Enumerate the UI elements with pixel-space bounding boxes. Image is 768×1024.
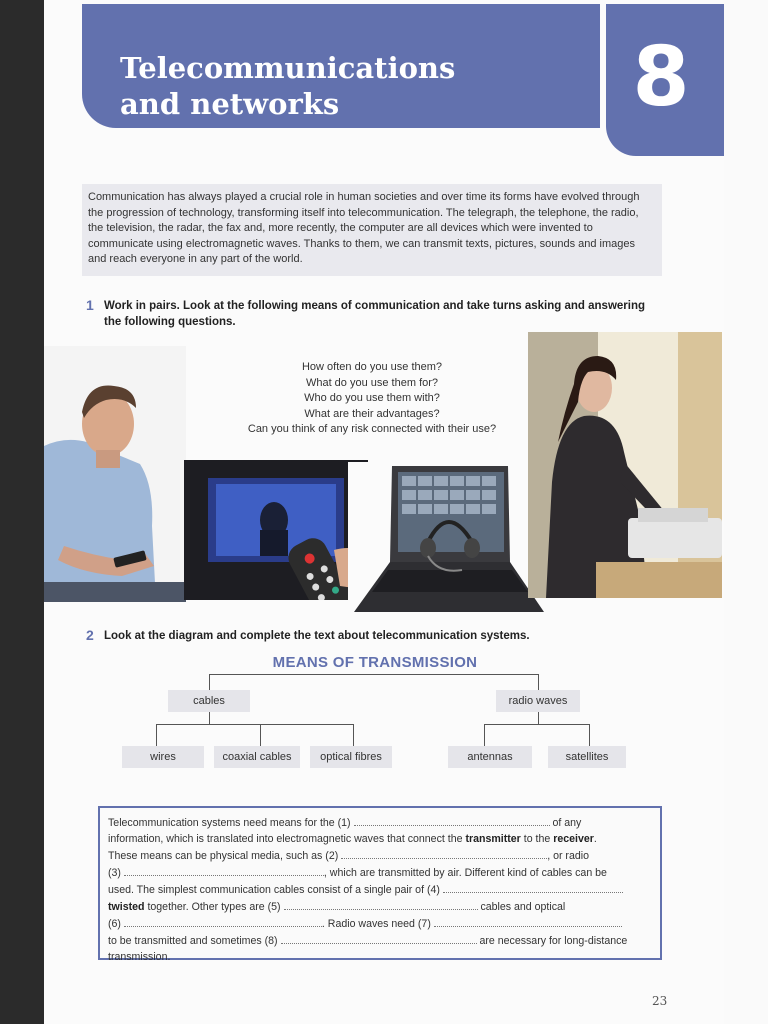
fill-text: These means can be physical media, such … — [108, 850, 339, 862]
chapter-title-line2: and networks — [120, 87, 340, 121]
fill-line: These means can be physical media, such … — [108, 847, 652, 864]
blank-5[interactable] — [283, 898, 478, 910]
diagram-box-cables: cables — [168, 690, 250, 712]
fill-text: to the — [523, 833, 551, 845]
fill-text: Telecommunication systems need means for… — [108, 817, 351, 829]
fill-line: (3) , which are transmitted by air. Diff… — [108, 864, 652, 881]
task-1-text: Work in pairs. Look at the following mea… — [104, 300, 646, 328]
fill-text: used. The simplest communication cables … — [108, 884, 440, 896]
task-2-text: Look at the diagram and complete the tex… — [104, 630, 530, 642]
blank-8[interactable] — [280, 932, 477, 944]
diagram-box-wires: wires — [122, 746, 204, 768]
chapter-banner: Telecommunications and networks — [82, 4, 600, 128]
diagram-box-optical-fibres: optical fibres — [310, 746, 392, 768]
fill-text: information, which is translated into el… — [108, 833, 463, 845]
diagram-box-radio-waves: radio waves — [496, 690, 580, 712]
fill-text: to be transmitted and sometimes (8) — [108, 935, 278, 947]
intro-paragraph: Communication has always played a crucia… — [82, 184, 662, 276]
diagram-connector — [353, 724, 354, 746]
diagram-box-coaxial-cables: coaxial cables — [214, 746, 300, 768]
diagram-connector — [209, 674, 210, 690]
question-item: Can you think of any risk connected with… — [247, 423, 497, 435]
blank-2[interactable] — [341, 847, 548, 859]
chapter-number: 8 — [632, 30, 690, 125]
photo-woman-fax — [528, 332, 722, 598]
fill-text: (3) — [108, 867, 121, 879]
fill-text: , or radio — [547, 850, 589, 862]
fill-text: transmission. — [108, 951, 171, 963]
blank-6[interactable] — [123, 915, 322, 927]
question-list: How often do you use them? What do you u… — [222, 360, 522, 438]
fill-text: , which are transmitted by air. Differen… — [323, 867, 607, 879]
chapter-title: Telecommunications and networks — [120, 50, 455, 122]
fill-line: twisted together. Other types are (5) ca… — [108, 898, 652, 915]
fill-text: are necessary for long-distance — [479, 935, 628, 947]
diagram-box-satellites: satellites — [548, 746, 626, 768]
diagram-connector — [484, 724, 485, 746]
fill-line: information, which is translated into el… — [108, 833, 597, 845]
fill-line: transmission. — [108, 949, 652, 965]
question-item: What are their advantages? — [304, 407, 440, 420]
fill-line: (6) . Radio waves need (7) — [108, 915, 652, 932]
diagram-connector — [209, 674, 539, 675]
diagram-connector — [156, 724, 157, 746]
diagram-connector — [589, 724, 590, 746]
page-number: 23 — [652, 994, 668, 1008]
blank-7[interactable] — [433, 915, 622, 927]
photo-man-with-phone — [44, 346, 186, 602]
page-edge — [724, 0, 768, 1024]
photo-tv-remote — [184, 460, 368, 600]
fill-text: cables and optical — [480, 901, 566, 913]
fill-line: to be transmitted and sometimes (8) are … — [108, 932, 652, 949]
question-item: How often do you use them? — [301, 361, 443, 373]
task-2-number: 2 — [86, 627, 94, 643]
chapter-title-line1: Telecommunications — [120, 51, 456, 85]
fill-text: . Radio waves need (7) — [321, 918, 431, 930]
keyword-transmitter: transmitter — [465, 833, 521, 845]
keyword-receiver: receiver — [553, 833, 594, 845]
blank-4[interactable] — [442, 881, 623, 893]
fill-text: (6) — [108, 918, 121, 930]
diagram-connector — [209, 712, 210, 724]
question-item: What do you use them for? — [305, 376, 439, 389]
fill-text: together. Other types are (5) — [147, 901, 281, 913]
diagram-box-antennas: antennas — [448, 746, 532, 768]
diagram-title: MEANS OF TRANSMISSION — [272, 654, 478, 671]
fill-line: used. The simplest communication cables … — [108, 881, 652, 898]
task-1-number: 1 — [86, 297, 94, 313]
diagram-connector — [260, 724, 261, 746]
fill-text: of any — [552, 817, 582, 829]
diagram-connector — [538, 674, 539, 690]
question-item: Who do you use them with? — [304, 392, 440, 404]
diagram-connector — [156, 724, 354, 725]
blank-3[interactable] — [123, 864, 324, 876]
diagram-connector — [484, 724, 590, 725]
diagram-connector — [538, 712, 539, 724]
blank-1[interactable] — [353, 814, 550, 826]
fill-line: Telecommunication systems need means for… — [108, 814, 652, 831]
photo-laptop-headset — [348, 462, 548, 618]
fill-in-text-box: Telecommunication systems need means for… — [98, 806, 662, 963]
keyword-twisted: twisted — [108, 901, 145, 913]
chapter-number-box: 8 — [606, 4, 724, 156]
